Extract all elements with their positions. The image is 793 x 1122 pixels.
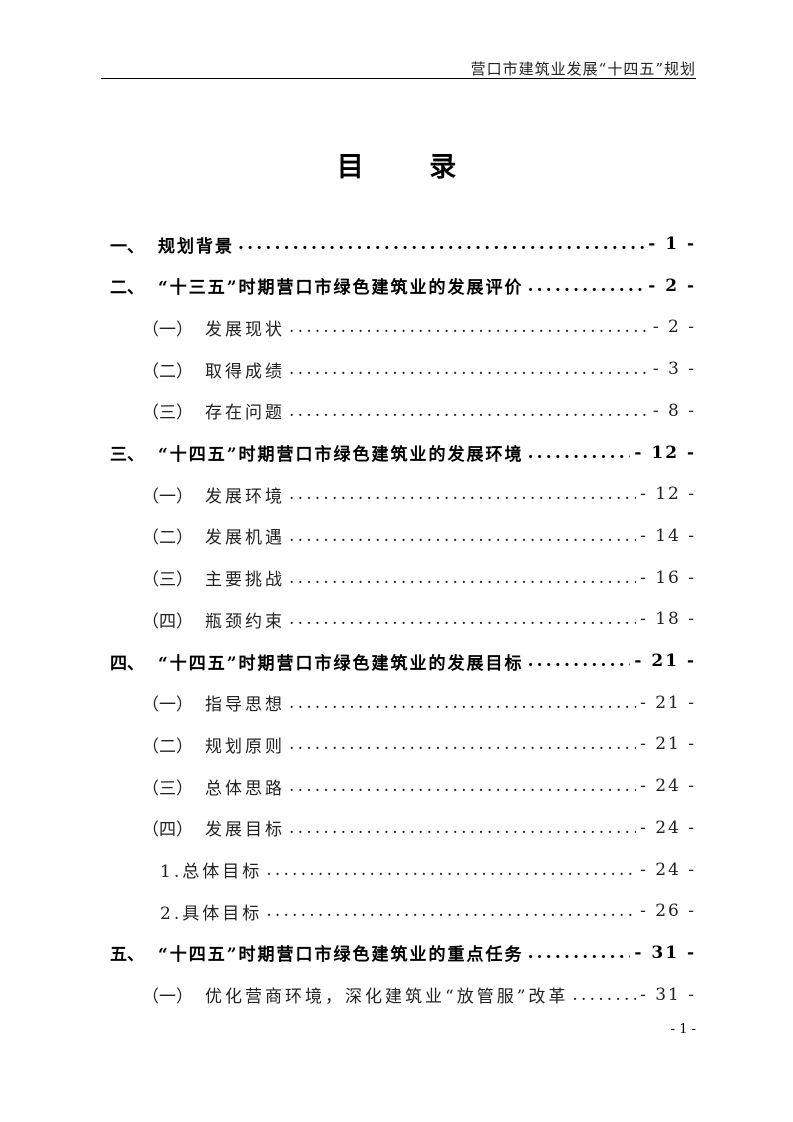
toc-entry-label: 2.具体目标: [160, 903, 263, 924]
header-divider: [101, 78, 696, 79]
toc-entry-page: - 1 -: [648, 234, 696, 254]
toc-entry[interactable]: 五、 “十四五”时期营口市绿色建筑业的重点任务 - 31 -: [110, 932, 696, 974]
toc-entry-label: 规划背景: [158, 236, 234, 257]
toc-entry-label: 瓶颈约束: [205, 611, 285, 632]
toc-entry-number: （三）: [142, 778, 193, 799]
dot-leader: [289, 776, 636, 796]
toc-entry-number: （四）: [142, 611, 193, 632]
toc-entry-page: - 31 -: [634, 942, 696, 963]
toc-entry-page: - 18 -: [640, 609, 696, 630]
toc-entry[interactable]: （二） 取得成绩 - 3 -: [142, 348, 696, 390]
toc-entry-page: - 12 -: [634, 442, 696, 463]
running-header: 营口市建筑业发展“十四五”规划: [470, 60, 696, 78]
toc-entry-label: 发展环境: [205, 486, 285, 507]
toc-entry-number: 五、: [110, 945, 144, 966]
toc-entry-number: 三、: [110, 445, 144, 465]
toc-entry-label: 优化营商环境，深化建筑业“放管服”改革: [205, 987, 569, 1008]
toc-entry-number: （四）: [142, 820, 193, 841]
toc-entry-page: - 26 -: [640, 901, 696, 922]
dot-leader: [289, 693, 636, 713]
toc-entry-number: （一）: [142, 695, 193, 716]
toc-entry-label: 1.总体目标: [160, 862, 263, 882]
toc-entry-label: “十四五”时期营口市绿色建筑业的发展环境: [158, 445, 524, 465]
toc-entry-number: （一）: [142, 987, 193, 1008]
dot-leader: [289, 734, 636, 754]
toc-entry-label: “十三五”时期营口市绿色建筑业的发展评价: [158, 278, 524, 299]
dot-leader: [289, 401, 649, 421]
toc-entry-page: - 21 -: [634, 651, 696, 671]
toc-entry-number: （一）: [142, 319, 193, 340]
toc-entry-label: “十四五”时期营口市绿色建筑业的重点任务: [158, 945, 524, 966]
toc-entry-label: 总体思路: [205, 778, 285, 799]
toc-entry-page: - 24 -: [640, 817, 696, 838]
toc-entry-number: （一）: [142, 486, 193, 507]
toc-entry-number: 四、: [110, 653, 144, 674]
toc-entry[interactable]: 一、规划背景 - 1 -: [110, 223, 696, 265]
toc-entry-label: 规划原则: [205, 736, 285, 757]
toc-entry-number: （二）: [142, 528, 193, 549]
toc-entry-page: - 24 -: [640, 859, 696, 880]
dot-leader: [266, 901, 636, 921]
toc-entry[interactable]: （四） 瓶颈约束 - 18 -: [142, 598, 696, 640]
toc-entry-label: 取得成绩: [205, 361, 285, 382]
toc-entry[interactable]: （三） 存在问题 - 8 -: [142, 390, 696, 432]
toc-entry[interactable]: 四、 “十四五”时期营口市绿色建筑业的发展目标 - 21 -: [110, 640, 696, 682]
toc-entry-page: - 8 -: [652, 400, 696, 421]
dot-leader: [289, 568, 636, 588]
dot-leader: [528, 276, 645, 296]
toc-entry-label: 主要挑战: [205, 570, 285, 591]
toc-title: 目 录: [336, 152, 485, 183]
toc-entry-page: - 12 -: [640, 484, 696, 505]
toc-entry[interactable]: 1.总体目标 - 24 -: [160, 849, 696, 891]
toc-entry-page: - 2 -: [648, 275, 696, 296]
dot-leader: [266, 860, 636, 880]
dot-leader: [289, 484, 636, 504]
toc-entry-page: - 21 -: [640, 734, 696, 755]
toc-entry[interactable]: （二） 规划原则 - 21 -: [142, 723, 696, 765]
dot-leader: [289, 526, 636, 546]
toc-entry-label: “十四五”时期营口市绿色建筑业的发展目标: [158, 653, 524, 674]
toc-entry[interactable]: （一） 优化营商环境，深化建筑业“放管服”改革 - 31 -: [142, 974, 696, 1016]
toc-entry[interactable]: （四） 发展目标 - 24 -: [142, 807, 696, 849]
toc-entry-number: （二）: [142, 361, 193, 382]
toc-entry-number: （三）: [142, 403, 193, 424]
toc-entry-page: - 24 -: [640, 776, 696, 797]
toc-entry-number: 一、: [110, 236, 144, 257]
dot-leader: [528, 943, 631, 963]
dot-leader: [289, 609, 636, 629]
toc-entry-label: 发展现状: [205, 319, 285, 340]
toc-entry-page: - 2 -: [652, 317, 696, 338]
toc-entry[interactable]: （一） 指导思想 - 21 -: [142, 682, 696, 724]
toc-entry-label: 发展目标: [205, 820, 285, 841]
dot-leader: [572, 985, 636, 1005]
toc-entry[interactable]: （一） 发展现状 - 2 -: [142, 306, 696, 348]
toc-entry-number: （三）: [142, 570, 193, 591]
dot-leader: [238, 234, 644, 254]
dot-leader: [528, 443, 631, 463]
dot-leader: [289, 317, 649, 337]
toc-entry-number: 二、: [110, 278, 144, 299]
toc-entry-label: 指导思想: [205, 695, 285, 716]
toc-entry-page: - 3 -: [652, 359, 696, 380]
dot-leader: [289, 818, 636, 838]
toc-entry-page: - 21 -: [640, 692, 696, 713]
dot-leader: [528, 651, 631, 671]
toc-entry-label: 发展机遇: [205, 528, 285, 549]
toc-entry[interactable]: 二、 “十三五”时期营口市绿色建筑业的发展评价 - 2 -: [110, 265, 696, 307]
toc-entry[interactable]: 三、 “十四五”时期营口市绿色建筑业的发展环境 - 12 -: [110, 432, 696, 474]
toc-entry[interactable]: 2.具体目标 - 26 -: [160, 890, 696, 932]
toc-entry[interactable]: （三） 总体思路 - 24 -: [142, 765, 696, 807]
dot-leader: [289, 359, 649, 379]
toc-entry-page: - 16 -: [640, 567, 696, 588]
toc-entry[interactable]: （二） 发展机遇 - 14 -: [142, 515, 696, 557]
toc-entry-page: - 14 -: [640, 525, 696, 546]
toc-entry-number: （二）: [142, 736, 193, 757]
toc-entry-page: - 31 -: [640, 984, 696, 1005]
toc-entry-label: 存在问题: [205, 403, 285, 424]
page-number: - 1 -: [670, 1022, 696, 1037]
toc-entry[interactable]: （一） 发展环境 - 12 -: [142, 473, 696, 515]
toc-entry[interactable]: （三） 主要挑战 - 16 -: [142, 557, 696, 599]
